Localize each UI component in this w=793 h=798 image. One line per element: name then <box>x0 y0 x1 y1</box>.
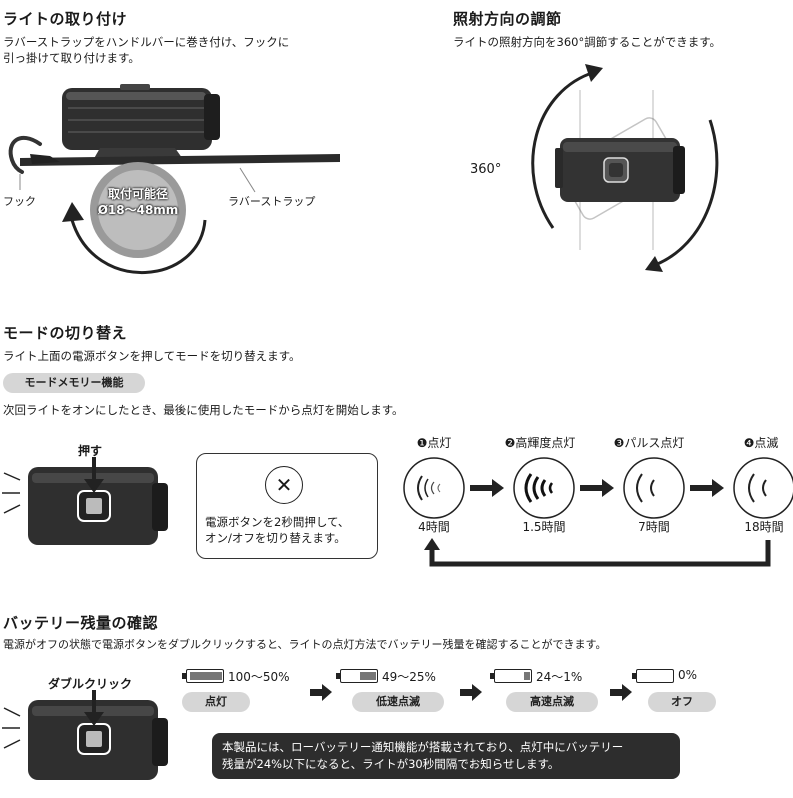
press-illustration <box>2 457 168 545</box>
mount-desc-line2: 引っ掛けて取り付けます。 <box>3 51 140 65</box>
battery-desc: 電源がオフの状態で電源ボタンをダブルクリックすると、ライトの点灯方法でバッテリー… <box>3 638 607 651</box>
light-body-image <box>62 84 220 162</box>
double-click-label: ダブルクリック <box>48 677 133 691</box>
battery-arrows <box>310 684 632 701</box>
mode-memory-badge: モードメモリー機能 <box>3 373 145 393</box>
battery-fill <box>189 671 222 680</box>
battery-range-label: 24～1% <box>536 670 583 684</box>
mode-diagram <box>403 457 793 567</box>
battery-state-pill: オフ <box>648 692 716 712</box>
power-button-icon: ✕ <box>265 466 303 504</box>
mode-2-title: ❷高輝度点灯 <box>504 436 576 450</box>
mode-1-title: ❶点灯 <box>416 436 452 450</box>
rubber-strap-image <box>8 136 340 174</box>
mode-1-icon <box>403 457 465 519</box>
hook-label: フック <box>3 195 36 208</box>
mode-desc: ライト上面の電源ボタンを押してモードを切り替えます。 <box>3 349 301 363</box>
power-note-line1: 電源ボタンを2秒間押して、 <box>205 515 350 529</box>
battery-icon <box>336 669 378 683</box>
battery-icon <box>490 669 532 683</box>
battery-range-label: 0% <box>678 668 698 682</box>
wrap-direction-arrow <box>70 219 207 274</box>
battery-fill <box>359 671 376 680</box>
battery-state-pill: 高速点滅 <box>506 692 598 712</box>
mode-3-time: 7時間 <box>638 520 670 534</box>
strap-label: ラバーストラップ <box>228 195 316 208</box>
degree-label: 360° <box>470 162 502 177</box>
mode-2-icon <box>513 457 575 519</box>
low-battery-notice: 本製品には、ローバッテリー通知機能が搭載されており、点灯中にバッテリー 残量が2… <box>212 733 680 779</box>
angle-title: 照射方向の調節 <box>453 10 562 28</box>
mount-title: ライトの取り付け <box>3 10 128 28</box>
mode-4-time: 18時間 <box>744 520 784 534</box>
power-note-line2: オン/オフを切り替えます。 <box>205 531 346 545</box>
mount-desc-line1: ラバーストラップをハンドルバーに巻き付け、フックに <box>3 35 290 49</box>
battery-title: バッテリー残量の確認 <box>3 614 159 632</box>
battery-range-label: 49～25% <box>382 670 436 684</box>
battery-icon <box>182 669 224 683</box>
battery-icon <box>632 669 674 683</box>
mode-title: モードの切り替え <box>3 324 128 342</box>
mode-4-title: ❹点滅 <box>743 436 779 450</box>
mount-illustration <box>8 84 340 274</box>
mode-3-icon <box>623 457 685 519</box>
mode-memory-desc: 次回ライトをオンにしたとき、最後に使用したモードから点灯を開始します。 <box>3 403 404 417</box>
battery-fill <box>523 671 530 680</box>
mode-next-arrow <box>470 479 724 497</box>
rotation-arc <box>531 70 596 229</box>
mode-return-arrow <box>429 540 771 567</box>
light-front-image <box>555 138 685 202</box>
angle-desc: ライトの照射方向を360°調節することができます。 <box>453 35 722 49</box>
power-note-box: ✕ 電源ボタンを2秒間押して、 オン/オフを切り替えます。 <box>196 453 378 559</box>
mode-3-title: ❸パルス点灯 <box>613 436 685 450</box>
press-label: 押す <box>78 444 103 458</box>
battery-state-pill: 点灯 <box>182 692 250 712</box>
diameter-label-line1: 取付可能径 <box>107 187 168 201</box>
mode-4-icon <box>733 457 793 519</box>
battery-range-label: 100～50% <box>228 670 290 684</box>
angle-illustration <box>531 64 719 272</box>
notice-line1: 本製品には、ローバッテリー通知機能が搭載されており、点灯中にバッテリー <box>222 740 624 754</box>
notice-line2: 残量が24%以下になると、ライトが30秒間隔でお知らせします。 <box>222 757 560 771</box>
double-click-illustration <box>2 690 168 780</box>
diameter-label-line2: Ø18～48mm <box>97 203 179 217</box>
mode-1-time: 4時間 <box>418 520 450 534</box>
battery-state-pill: 低速点滅 <box>352 692 444 712</box>
mode-2-time: 1.5時間 <box>522 520 566 534</box>
